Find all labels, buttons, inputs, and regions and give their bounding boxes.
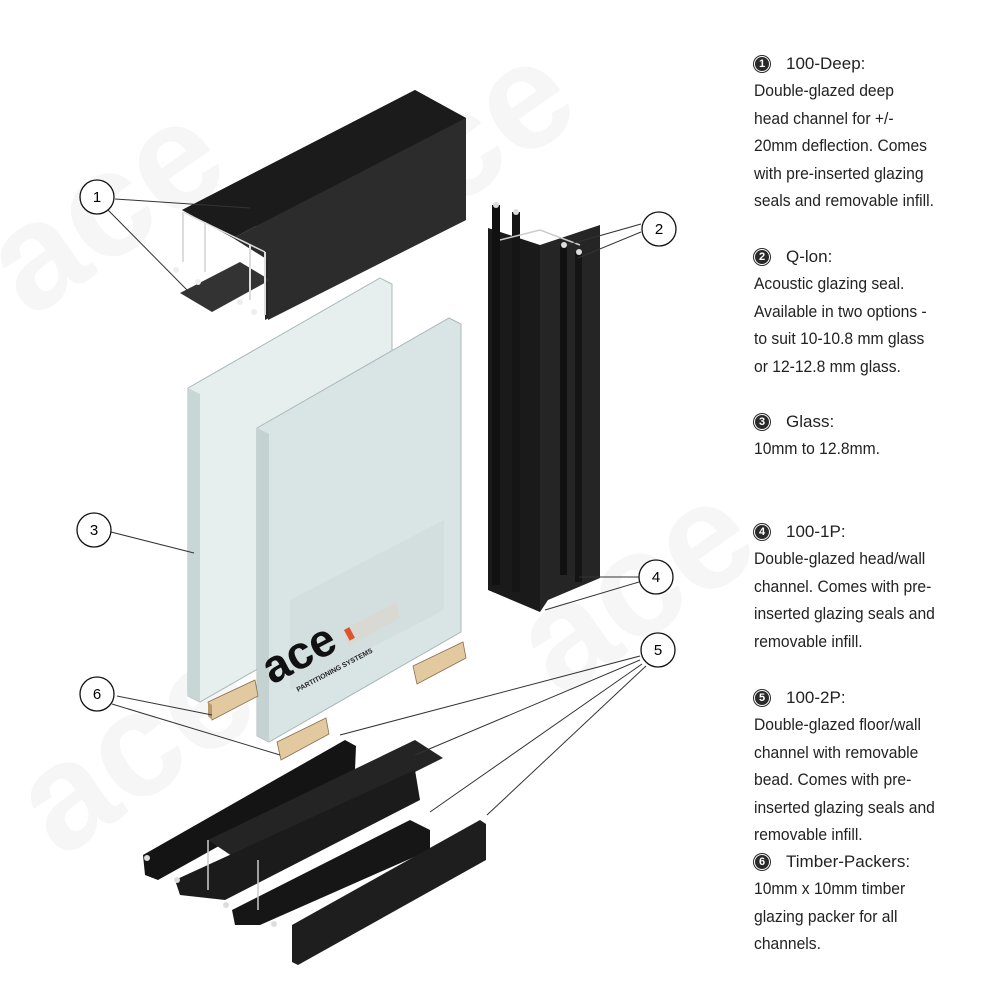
legend-line: removable infill. (754, 631, 863, 651)
legend-line: Double-glazed floor/wall (754, 715, 921, 734)
svg-text:4: 4 (652, 569, 660, 586)
leader-lines (107, 198, 647, 816)
callout-3: 3 (76, 512, 112, 548)
legend-title: 100-1P: (786, 521, 846, 541)
floor-channel-100-2p (143, 740, 486, 965)
svg-text:1: 1 (93, 189, 101, 206)
wall-channel-100-1p (488, 202, 600, 612)
legend-title: Glass: (786, 411, 835, 431)
legend-line: glazing packer for all (754, 906, 898, 926)
legend-item-4: 4 100-1P: Double-glazed head/wall channel… (754, 518, 994, 655)
number-badge-icon: 1 (754, 55, 770, 72)
legend-line: Available in two options - (754, 301, 927, 321)
legend-title: 100-2P: (786, 687, 846, 707)
legend-line: Double-glazed deep (754, 81, 894, 100)
callout-1: 1 (79, 179, 115, 215)
callout-6: 6 (79, 676, 115, 712)
legend-line: 10mm to 12.8mm. (754, 439, 881, 458)
svg-text:3: 3 (90, 522, 98, 539)
legend-line: Acoustic glazing seal. (754, 274, 905, 293)
legend-line: 20mm deflection. Comes (754, 136, 927, 155)
legend-line: channels. (754, 934, 821, 953)
legend-line: with pre-inserted glazing (754, 163, 924, 183)
legend-item-5: 5 100-2P: Double-glazed floor/wall channe… (754, 684, 994, 849)
legend-line: bead. Comes with pre- (754, 770, 912, 789)
legend-title: Q-lon: (786, 246, 833, 266)
legend-line: or 12-12.8 mm glass. (754, 356, 901, 376)
callout-5: 5 (640, 632, 676, 668)
legend-title: Timber-Packers: (786, 851, 911, 871)
callout-2: 2 (641, 211, 677, 247)
legend-title: 100-Deep: (786, 53, 866, 73)
legend-item-6: 6 Timber-Packers: 10mm x 10mm timber glaz… (754, 848, 994, 958)
number-badge-icon: 2 (754, 248, 770, 265)
svg-text:6: 6 (93, 686, 101, 703)
number-badge-icon: 4 (754, 523, 770, 540)
svg-text:2: 2 (655, 221, 663, 238)
legend-item-3: 3 Glass: 10mm to 12.8mm. (754, 408, 994, 463)
callout-4: 4 (638, 559, 674, 595)
number-badge-icon: 6 (754, 853, 770, 870)
legend-line: removable infill. (754, 825, 863, 844)
timber-packers (207, 641, 467, 761)
legend-line: to suit 10-10.8 mm glass (754, 329, 925, 348)
number-badge-icon: 5 (754, 689, 770, 706)
svg-text:5: 5 (654, 642, 662, 659)
legend-line: inserted glazing seals and (754, 604, 935, 623)
legend-line: channel with removable (754, 742, 919, 762)
legend-item-1: 1 100-Deep: Double-glazed deep head chann… (754, 50, 994, 215)
legend-line: head channel for +/- (754, 108, 894, 128)
legend-line: 10mm x 10mm timber (754, 879, 906, 898)
legend-line: seals and removable infill. (754, 191, 934, 210)
legend-line: inserted glazing seals and (754, 797, 935, 817)
head-channel-100-deep (173, 90, 466, 320)
number-badge-icon: 3 (754, 413, 770, 430)
legend-item-2: 2 Q-lon: Acoustic glazing seal. Available… (754, 243, 994, 380)
glass-panes (187, 277, 462, 743)
legend-line: Double-glazed head/wall (754, 549, 926, 568)
legend-line: channel. Comes with pre- (754, 576, 932, 596)
